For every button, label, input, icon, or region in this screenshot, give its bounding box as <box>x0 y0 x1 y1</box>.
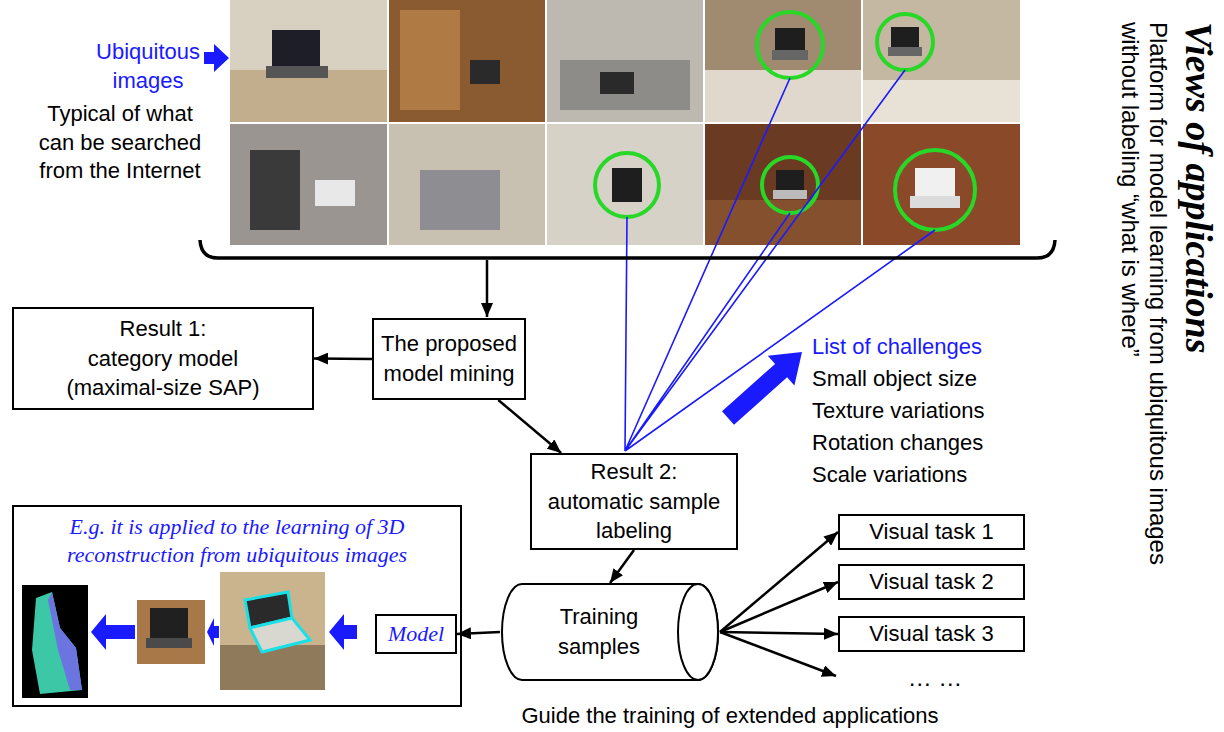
sample-leader-line <box>625 70 935 451</box>
detection-circle <box>877 14 933 70</box>
photo-box <box>420 170 500 230</box>
photo-tile <box>230 124 388 245</box>
source-arrow <box>204 44 229 72</box>
ellipsis: … … <box>880 662 990 693</box>
laptop-base <box>266 66 328 78</box>
photo-tile <box>862 124 1020 245</box>
laptop-screen <box>150 608 188 638</box>
footer-note: Guide the training of extended applicati… <box>470 702 990 731</box>
laptop-screen <box>470 60 500 84</box>
laptop-screen <box>891 27 919 47</box>
node-heading: Visual task 1 <box>869 519 993 545</box>
challenge-item: Small object size <box>812 365 977 394</box>
block-arrow <box>91 614 135 650</box>
reconstruction-surface <box>32 592 82 694</box>
laptop-screen <box>612 168 642 202</box>
node-body: category model (maximal-size SAP) <box>53 344 273 403</box>
node-heading: Model <box>388 620 444 648</box>
photo-tile <box>388 124 546 245</box>
cylinder-body <box>502 584 718 680</box>
flow-arrow <box>457 632 500 634</box>
photo-tile <box>546 0 704 122</box>
flow-arrow <box>720 582 838 632</box>
photo-tile <box>388 0 546 122</box>
laptop-base <box>888 47 922 56</box>
database-cylinder: Training samples <box>500 583 720 681</box>
flow-arrow <box>486 260 489 317</box>
cylinder-outline <box>500 583 720 681</box>
task-box: Visual task 2 <box>838 564 1025 600</box>
photo-tile <box>230 0 388 122</box>
challenge-heading: List of challenges <box>812 333 982 362</box>
node-heading: Visual task 2 <box>869 569 993 595</box>
cropped-image <box>137 600 205 664</box>
photo-tile <box>704 0 862 122</box>
photo-desk <box>862 80 1020 122</box>
detection-circle <box>595 153 659 217</box>
scene-desk <box>220 645 325 690</box>
vertical-title: Views of applications <box>1177 22 1219 353</box>
laptop-screen <box>315 180 355 206</box>
task-box: Visual task 3 <box>838 616 1025 652</box>
node-heading: Training samples <box>544 602 654 661</box>
challenge-item: Rotation changes <box>812 429 983 458</box>
flow-arrow <box>720 632 838 634</box>
laptop-screen <box>600 72 634 94</box>
laptop-base <box>773 190 807 199</box>
laptop-screen <box>776 170 804 190</box>
photo-tile <box>546 124 704 245</box>
laptop-base <box>250 618 310 652</box>
reconstruction-surface <box>48 592 82 690</box>
model-box: Model <box>375 614 457 654</box>
laptop-screen <box>775 28 805 50</box>
reconstruction-image <box>22 585 88 698</box>
node-heading: Result 2: <box>591 457 678 487</box>
flow-arrow <box>498 400 561 453</box>
challenge-item: Texture variations <box>812 397 984 426</box>
challenge-arrow <box>722 352 802 425</box>
photo-chair <box>250 150 300 230</box>
block-arrow <box>207 618 219 646</box>
scene-image <box>220 572 325 690</box>
example-panel: E.g. it is applied to the learning of 3D… <box>12 505 462 707</box>
laptop-screen <box>915 168 955 196</box>
laptop-base <box>146 638 192 648</box>
node-heading: Visual task 3 <box>869 621 993 647</box>
node-heading: Result 1: <box>120 314 207 344</box>
node-heading: The proposed model mining <box>380 329 518 388</box>
detection-circle <box>762 157 818 213</box>
node-body: automatic sample labeling <box>544 487 724 546</box>
laptop-base <box>910 196 960 208</box>
bracket <box>200 240 1055 258</box>
photo-sink <box>560 60 690 110</box>
result-box: Result 1:category model (maximal-size SA… <box>12 307 314 410</box>
detection-circle <box>895 150 975 230</box>
source-label: Ubiquitous images <box>88 38 208 95</box>
vertical-subtitle: Platform for model learning from ubiquit… <box>1117 22 1172 582</box>
flow-arrow <box>720 632 836 676</box>
challenge-item: Scale variations <box>812 461 967 490</box>
photo-cabinet <box>400 10 460 110</box>
block-arrow <box>329 614 357 650</box>
node-heading: E.g. it is applied to the learning of 3D… <box>19 513 455 568</box>
laptop-base <box>772 50 808 60</box>
laptop-screen <box>272 30 320 66</box>
flow-arrow <box>314 357 372 360</box>
task-box: Visual task 1 <box>838 514 1025 550</box>
photo-tile <box>704 124 862 245</box>
flow-arrow <box>610 550 634 583</box>
result-box: Result 2:automatic sample labeling <box>530 453 738 550</box>
source-note: Typical of what can be searched from the… <box>30 100 210 186</box>
detection-circle <box>757 12 823 78</box>
tile-separator <box>230 0 1020 245</box>
process-box: The proposed model mining <box>372 318 526 400</box>
cylinder-end <box>678 584 718 680</box>
photo-tile <box>862 0 1020 122</box>
